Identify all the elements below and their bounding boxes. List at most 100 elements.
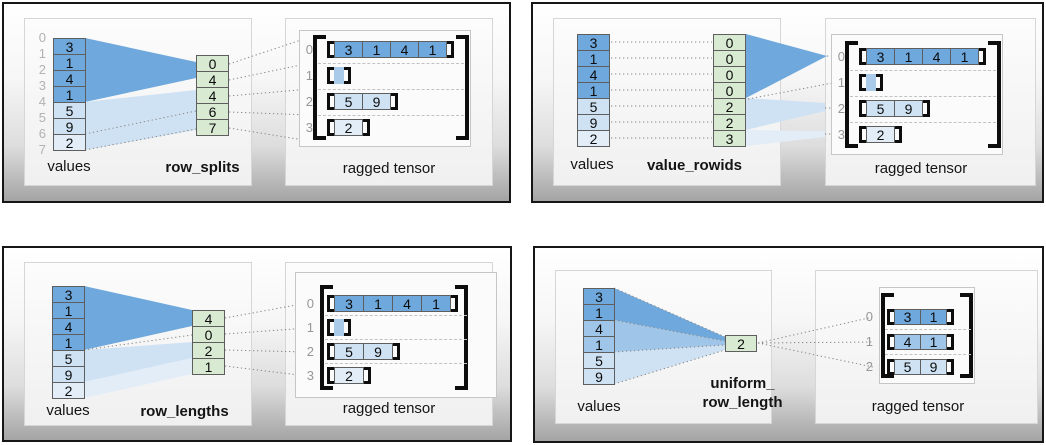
param-cell: 4 [196,87,229,104]
param-cell: 4 [192,310,225,327]
row-bracket-left-icon [327,67,334,84]
row-index: 0 [865,309,873,324]
row-separator [325,315,467,316]
row-bracket-left-icon [327,367,334,384]
values-label: values [47,158,91,175]
row-bracket-left-icon [859,100,866,117]
tensor-cell: 1 [363,295,393,312]
tensor-row [859,74,883,91]
row-index: 3 [306,368,314,383]
tensor-bracket-right-icon [960,293,973,378]
row-index: 0 [305,42,313,57]
param-cell: 4 [196,71,229,88]
row-index: 0 [306,296,314,311]
values-label: values [46,402,90,419]
param-cell: 0 [192,326,225,343]
values-label: values [577,398,621,415]
row-bracket-left-icon [887,309,894,325]
param-label: value_rowids [646,157,743,174]
param-cell: 2 [713,98,746,115]
row-index: 1 [865,334,873,349]
row-index: 1 [306,320,314,335]
value-cell: 2 [52,382,85,399]
row-separator [318,115,464,116]
row-index: 3 [305,120,313,135]
tensor-cell: 5 [334,93,363,110]
row-bracket-left-icon [887,359,894,375]
tensor-cell: 5 [866,100,895,117]
row-bracket-left-icon [859,126,866,143]
fan-connector-overlay [84,36,311,151]
tensor-row: 2 [327,119,370,136]
tensor-cell: 2 [334,367,364,384]
tensor-bracket-left-icon [313,35,326,140]
param-cell: 2 [725,335,757,352]
row-separator [318,89,464,90]
row-index: 2 [837,101,845,116]
tensor-row: 2 [859,126,902,143]
value-cell: 9 [53,118,86,135]
tensor-bracket-left-icon [320,285,333,390]
tensor-cell: 1 [421,295,451,312]
row-bracket-left-icon [327,319,334,336]
tensor-cell: 4 [922,48,951,65]
tensor-cell: 4 [390,41,419,58]
value-cell: 2 [53,134,86,151]
fan-connector-overlay [83,286,308,398]
tensor-cell: 9 [363,343,393,360]
row-bracket-right-icon [947,334,954,350]
row-bracket-left-icon [327,295,334,312]
row-bracket-left-icon [327,343,334,360]
value-cell: 4 [577,66,610,83]
value-cell: 2 [577,130,610,147]
value-cell: 1 [577,82,610,99]
value-cell: 3 [53,38,86,55]
tensor-cell: 3 [334,295,364,312]
tensor-row: 2 [327,367,371,384]
param-cell: 7 [196,119,229,136]
tensor-cell: 5 [894,359,921,375]
row-bracket-right-icon [344,319,351,336]
tensor-cell: 2 [866,126,895,143]
value-cell: 5 [52,350,85,367]
uniform-row-length-cell: 2 [725,335,757,352]
tensor-cell: 1 [362,41,391,58]
param-label: row_splits [165,159,240,176]
tensor-bracket-right-icon [456,35,469,140]
param-cell: 6 [196,103,229,120]
param-cell: 0 [713,82,746,99]
values-label: values [570,156,614,173]
row-bracket-left-icon [327,41,334,58]
row-bracket-right-icon [393,343,400,360]
param-cell: 3 [713,130,746,147]
value-cell: 1 [583,304,615,321]
value-cell: 4 [53,70,86,87]
fan-connector-overlay [611,34,839,146]
value-cell: 1 [583,336,615,353]
tensor-bracket-right-icon [455,285,468,390]
param-cell: 0 [713,50,746,67]
row-index: 1 [837,75,845,90]
ragged-tensor-label: ragged tensor [874,160,968,177]
tensor-cell: 3 [334,41,363,58]
value-index: 3 [38,78,46,93]
tensor-row [327,319,351,336]
value-cell: 4 [52,318,85,335]
tensor-bracket-left-icon [845,41,858,148]
value-index: 2 [38,62,46,77]
